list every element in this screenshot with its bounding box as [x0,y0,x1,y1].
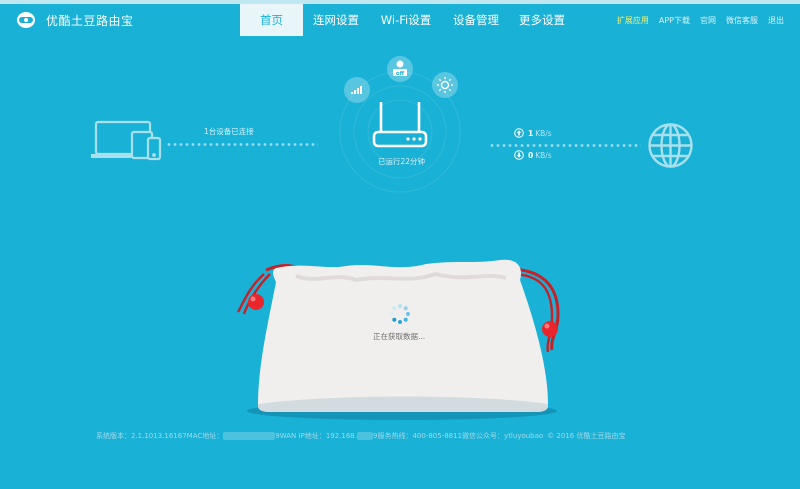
loading-spinner-icon [390,304,410,324]
footer: 系统版本：2.1.1013.16167 MAC地址： 9 WAN IP地址：192… [96,431,625,441]
wechat-value: ytluyoubao [504,432,544,440]
footer-copyright: © 2016 优酷土豆路由宝 [547,432,626,440]
brand-logo[interactable]: 优酷土豆路由宝 [16,11,134,29]
version-value: 2.1.1013.16167 [131,432,187,440]
footer-hotline: 服务热线：400-805-8811 [377,431,462,441]
main-nav: 首页 连网设置 Wi-Fi设置 设备管理 更多设置 [240,4,575,36]
link-app-download[interactable]: APP下载 [658,15,690,25]
wan-label: WAN IP地址： [279,432,326,440]
version-label: 系统版本： [96,432,131,440]
link-official-site[interactable]: 官网 [700,15,716,25]
globe-icon[interactable] [647,122,694,169]
sun-bubble[interactable] [432,72,458,98]
download-arrow-icon [514,150,524,160]
link-wechat-support[interactable]: 微信客服 [726,15,758,25]
signal-icon [351,86,362,94]
download-value: 0 [528,150,534,160]
footer-mac: MAC地址： 9 [187,431,280,441]
wan-prefix: 192.168. [325,432,357,440]
router-icon[interactable] [371,100,429,150]
header-links: 扩展应用 APP下载 官网 微信客服 退出 [607,4,784,36]
loading-text: 正在获取数据... [373,332,426,341]
footer-wechat: 微信公众号：ytluyoubao [462,431,543,441]
hotline-label: 服务热线： [377,432,413,440]
wan-redacted [356,432,373,440]
tab-wifi-settings[interactable]: Wi-Fi设置 [380,13,432,27]
uptime-label: 已运行22分钟 [378,157,426,166]
connection-line-left [166,143,318,146]
devices-connected-label[interactable]: 1台设备已连接 [204,127,254,136]
link-logout[interactable]: 退出 [768,15,784,25]
svg-text:off: off [396,71,405,77]
tab-device-management[interactable]: 设备管理 [453,13,499,27]
loading-bag-illustration [236,259,560,420]
upload-value: 1 [528,128,534,138]
signal-bubble[interactable] [344,77,370,103]
hotline-value: 400-805-8811 [412,432,463,440]
mac-suffix: 9 [275,432,280,440]
top-strip [0,0,800,4]
connection-line-right [489,144,641,147]
tab-network-settings[interactable]: 连网设置 [313,13,359,27]
header: 优酷土豆路由宝 首页 连网设置 Wi-Fi设置 设备管理 更多设置 扩展应用 A… [0,4,800,36]
upload-unit: KB/s [535,128,552,138]
robot-logo-icon [17,12,35,28]
wan-suffix: 9 [372,432,378,440]
link-extensions[interactable]: 扩展应用 [616,15,649,25]
off-bubble[interactable]: off [387,56,413,82]
upload-arrow-icon [514,128,524,138]
download-unit: KB/s [535,150,552,160]
brand-name: 优酷土豆路由宝 [46,13,134,28]
footer-version: 系统版本：2.1.1013.16167 [96,431,187,441]
mac-redacted [223,432,276,440]
devices-icon[interactable] [90,119,162,161]
wechat-label: 微信公众号： [462,432,505,440]
download-speed: 0 KB/s [514,150,552,160]
tab-home[interactable]: 首页 [240,4,303,36]
footer-wan-ip: WAN IP地址：192.168. 9 [279,431,378,441]
tab-more-settings[interactable]: 更多设置 [519,13,565,27]
upload-speed: 1 KB/s [514,128,552,138]
mac-label: MAC地址： [186,432,224,440]
user-off-icon: off [393,60,407,77]
sun-icon [437,77,453,93]
